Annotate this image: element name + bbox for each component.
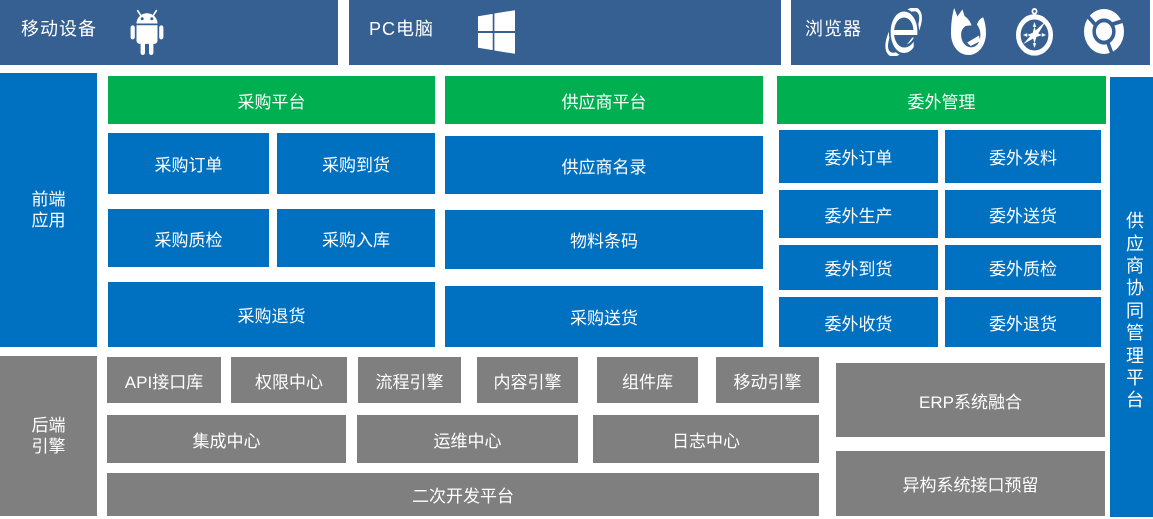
box-supplier-directory-label: 供应商名录 [561, 157, 647, 177]
box-outsourcing-material-label: 委外发料 [989, 149, 1057, 168]
box-purchase-qc-label: 采购质检 [154, 230, 223, 250]
windows-icon [478, 10, 515, 54]
box-outsourcing-receive: 委外收货 [779, 297, 938, 347]
safari-icon [1016, 8, 1053, 56]
topbar-mobile-devices: 移动设备 [0, 0, 338, 65]
box-workflow-engine-label: 流程引擎 [375, 372, 444, 392]
box-material-barcode-label: 物料条码 [570, 232, 638, 251]
box-outsourcing-produce-label: 委外生产 [824, 206, 893, 226]
box-api-library-label: API接口库 [124, 372, 204, 392]
box-secondary-dev-platform: 二次开发平台 [107, 473, 819, 516]
box-hetero-sys-reserved-label: 异构系统接口预留 [902, 476, 1039, 495]
box-workflow-engine: 流程引擎 [358, 357, 461, 403]
right-bar-supplier-platform: 供应商协同管理平台 [1110, 77, 1153, 517]
box-component-library-label: 组件库 [622, 372, 673, 392]
box-permission-center: 权限中心 [231, 357, 347, 403]
header-outsourcing-mgmt-label: 委外管理 [907, 92, 976, 112]
mobile-devices-label: 移动设备 [21, 19, 97, 39]
box-outsourcing-order-label: 委外订单 [824, 149, 893, 168]
box-ops-center: 运维中心 [357, 415, 578, 463]
right-bar-label: 供应商协同管理平台 [1126, 211, 1144, 411]
box-purchase-delivery: 采购送货 [445, 286, 763, 347]
box-outsourcing-return: 委外退货 [945, 297, 1101, 347]
box-log-center: 日志中心 [593, 415, 819, 463]
frontend-label-line2: 应用 [31, 211, 66, 230]
box-permission-center-label: 权限中心 [255, 372, 323, 392]
backend-label-line2: 引擎 [31, 437, 66, 456]
chrome-icon [1084, 9, 1124, 54]
backend-label-line1: 后端 [31, 416, 66, 435]
box-purchase-qc: 采购质检 [108, 209, 269, 267]
header-supplier-platform: 供应商平台 [445, 76, 763, 124]
box-outsourcing-qc-label: 委外质检 [989, 260, 1057, 279]
header-supplier-platform-label: 供应商平台 [561, 92, 647, 112]
box-content-engine-label: 内容引擎 [493, 372, 562, 392]
box-purchase-order: 采购订单 [108, 133, 269, 194]
box-purchase-return: 采购退货 [108, 282, 435, 347]
sidebar-frontend-apps: 前端 应用 [0, 73, 97, 347]
box-mobile-engine: 移动引擎 [716, 357, 819, 403]
box-outsourcing-delivery: 委外送货 [945, 190, 1101, 238]
pc-label: PC电脑 [369, 19, 435, 39]
header-procurement-platform: 采购平台 [108, 76, 435, 124]
header-procurement-platform-label: 采购平台 [237, 92, 306, 112]
box-hetero-sys-reserved: 异构系统接口预留 [836, 451, 1105, 516]
box-integration-center-label: 集成中心 [192, 431, 261, 451]
box-mobile-engine-label: 移动引擎 [733, 372, 802, 392]
box-outsourcing-delivery-label: 委外送货 [989, 206, 1057, 226]
sidebar-backend-engine: 后端 引擎 [0, 356, 97, 516]
topbar-pc: PC电脑 [349, 0, 781, 65]
box-integration-center: 集成中心 [107, 415, 346, 463]
box-purchase-delivery-label: 采购送货 [570, 309, 638, 328]
box-purchase-return-label: 采购退货 [237, 307, 306, 326]
box-outsourcing-produce: 委外生产 [779, 190, 938, 238]
box-outsourcing-receive-label: 委外收货 [824, 314, 893, 334]
box-outsourcing-material: 委外发料 [945, 130, 1101, 183]
frontend-label-line1: 前端 [31, 190, 66, 209]
header-outsourcing-mgmt: 委外管理 [777, 76, 1106, 124]
box-outsourcing-order: 委外订单 [779, 130, 938, 183]
box-outsourcing-return-label: 委外退货 [989, 314, 1057, 334]
box-purchase-arrival-label: 采购到货 [322, 156, 390, 175]
box-material-barcode: 物料条码 [445, 210, 763, 269]
box-ops-center-label: 运维中心 [433, 431, 502, 451]
firefox-icon [951, 8, 986, 55]
box-api-library: API接口库 [107, 357, 221, 403]
box-purchase-arrival: 采购到货 [277, 133, 435, 194]
box-outsourcing-arrival-label: 委外到货 [824, 260, 893, 279]
box-content-engine: 内容引擎 [477, 357, 578, 403]
android-icon [130, 9, 164, 55]
box-supplier-directory: 供应商名录 [445, 136, 763, 194]
box-log-center-label: 日志中心 [672, 431, 740, 451]
topbar-browsers: 浏览器 [791, 0, 1150, 65]
ie-icon [885, 8, 922, 56]
box-outsourcing-qc: 委外质检 [945, 245, 1101, 290]
box-purchase-order-label: 采购订单 [154, 156, 223, 175]
box-purchase-instock: 采购入库 [277, 209, 435, 267]
box-component-library: 组件库 [597, 357, 698, 403]
box-outsourcing-arrival: 委外到货 [779, 245, 938, 290]
box-secondary-dev-platform-label: 二次开发平台 [412, 487, 514, 506]
box-purchase-instock-label: 采购入库 [322, 230, 390, 250]
box-erp-integration-label: ERP系统融合 [919, 392, 1022, 412]
box-erp-integration: ERP系统融合 [836, 363, 1105, 437]
browsers-label: 浏览器 [805, 19, 862, 39]
